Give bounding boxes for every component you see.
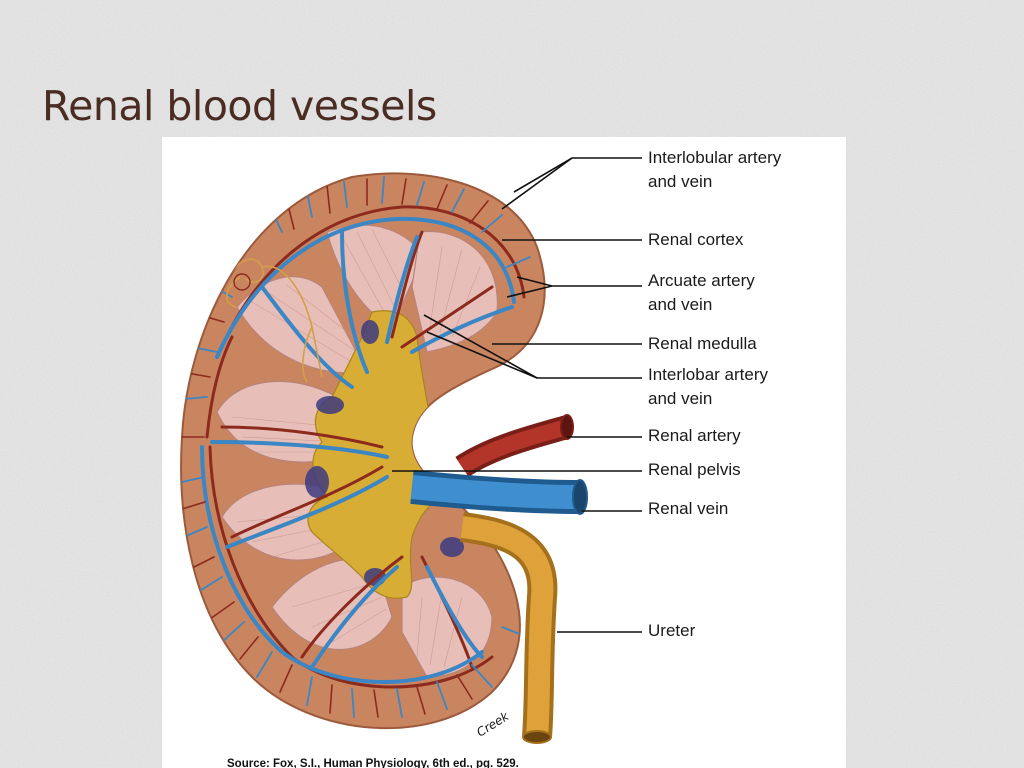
source-citation: Source: Fox, S.I., Human Physiology, 6th… (227, 758, 519, 768)
kidney-diagram: Interlobular artery and vein Renal corte… (180, 148, 782, 768)
label-interlobar-1: Interlobar artery (648, 365, 768, 384)
slide-title: Renal blood vessels (42, 82, 437, 130)
label-arcuate-2: and vein (648, 295, 712, 314)
label-renal-medulla: Renal medulla (648, 334, 757, 353)
nephron-tubule (226, 258, 323, 383)
kidney-figure: Interlobular artery and vein Renal corte… (162, 137, 846, 768)
label-renal-pelvis: Renal pelvis (648, 460, 741, 479)
label-interlobular-2: and vein (648, 172, 712, 191)
artist-signature: Creek (474, 709, 512, 740)
label-leader-lines (392, 157, 642, 633)
label-renal-cortex: Renal cortex (648, 230, 744, 249)
label-interlobular-1: Interlobular artery (648, 148, 782, 167)
label-renal-vein: Renal vein (648, 499, 728, 518)
label-renal-artery: Renal artery (648, 426, 741, 445)
label-interlobar-2: and vein (648, 389, 712, 408)
label-arcuate-1: Arcuate artery (648, 271, 755, 290)
label-ureter: Ureter (648, 621, 696, 640)
